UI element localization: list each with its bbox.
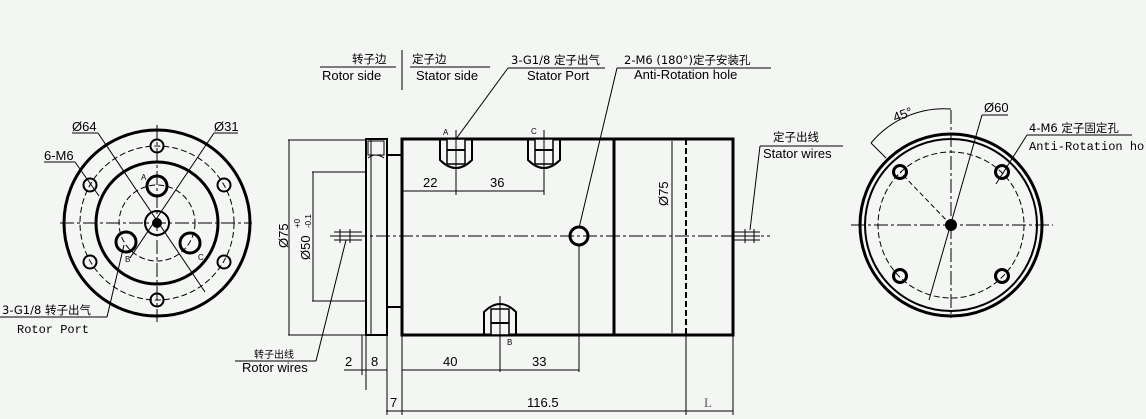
dim-40: 40 [443,354,457,369]
dimensions: 22 36 2 8 40 33 7 116.5 L [344,175,734,415]
dim-22: 22 [423,175,437,190]
stator-port-cn: 3-G1/8 定子出气 [511,53,600,67]
port-label-a: A [443,128,449,137]
dim-2: 2 [345,354,352,369]
rotor-side-cn: 转子边 [352,52,387,66]
bolt-holes [82,138,232,308]
port-label-c: C [198,253,204,262]
anti-rotation-cn: 2-M6 (180°)定子安装孔 [624,53,751,67]
dia-31-label: Ø31 [214,119,239,134]
port-label-b: B [507,338,512,347]
mount-holes-label: Anti-Rotation hole [1029,140,1146,154]
rotor-port-label: Rotor Port [17,323,89,337]
stator-wires-label: Stator wires [763,146,832,161]
dim-L: L [704,395,712,410]
stator-port-label: Stator Port [527,68,590,83]
rotor-port-cn: 3-G1/8 转子出气 [2,303,91,317]
stator-port-a [439,130,473,195]
stator-side-label: Stator side [416,68,478,83]
stator-port-c [527,130,561,195]
dim-7: 7 [390,395,397,410]
mount-holes-cn: 4-M6 定子固定孔 [1029,121,1119,135]
side-view: 转子边 Rotor side 定子边 Stator side Ø75 Ø50 +… [235,50,843,415]
rotor-wires-label: Rotor wires [242,360,308,375]
stator-port-b [483,296,517,372]
rotor-wires-cn: 转子出线 [254,348,294,361]
port-label-c: C [531,127,537,136]
dim-d50: Ø50 [298,235,313,260]
dim-8: 8 [371,354,378,369]
right-end-view: 45° Ø60 4-M6 定子固定孔 Anti-Rotation hole [851,100,1146,318]
port-label-b: B [125,255,130,264]
dim-d75-body: Ø75 [656,181,671,206]
dia-60-label: Ø60 [984,100,1009,115]
stator-wires [733,229,760,243]
dim-d75-flange: Ø75 [276,223,291,248]
dim-36: 36 [490,175,504,190]
anti-rotation-label: Anti-Rotation hole [634,67,737,82]
bolt-holes-label: 6-M6 [44,148,74,163]
dim-d50-tol-lower: -0.1 [304,214,313,228]
angle-45-label: 45° [891,104,915,125]
stator-side-cn: 定子边 [412,52,447,66]
dim-d50-tol-upper: +0 [293,218,302,228]
rotor-side-label: Rotor side [322,68,381,83]
rotor-wires [334,229,362,243]
dia-64-label: Ø64 [72,119,97,134]
stator-wires-cn: 定子出线 [773,130,819,144]
dim-116-5: 116.5 [527,395,559,410]
left-end-view: A B C Ø64 Ø31 6-M6 3-G1/8 转子出气 Rotor Por… [0,119,252,337]
port-label-a: A [141,173,147,182]
dim-33: 33 [532,354,546,369]
